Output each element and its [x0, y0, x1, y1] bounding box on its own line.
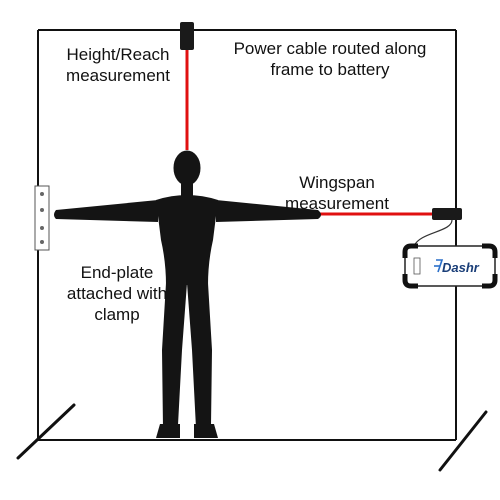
- right-foot-leg: [438, 410, 488, 472]
- wingspan-label-line: measurement: [285, 194, 389, 213]
- figure-left-leg: [162, 283, 187, 428]
- left-foot-leg: [16, 403, 76, 460]
- device-corner-bumper: [402, 274, 418, 289]
- figure-right-arm: [216, 200, 321, 222]
- power-cable: [413, 219, 453, 247]
- clamp-screw-icon: [40, 208, 44, 212]
- figure-right-leg: [187, 283, 212, 428]
- clamp-screw-icon: [40, 192, 44, 196]
- height-reach-label: Height/Reach measurement: [48, 44, 188, 86]
- device-corner-bumper: [482, 243, 498, 258]
- dashr-battery-device: Dashr: [402, 243, 498, 289]
- figure-left-arm: [54, 200, 158, 222]
- end-plate-label-line: clamp: [94, 305, 140, 324]
- power-cable-label-line: Power cable routed along: [233, 39, 427, 58]
- power-cable-label-line: frame to battery: [270, 60, 390, 79]
- frame: [37, 29, 457, 441]
- figure-neck: [181, 182, 193, 196]
- end-plate-label-line: End-plate: [80, 263, 154, 282]
- height-reach-label-line: measurement: [66, 66, 170, 85]
- device-brand-text: Dashr: [442, 260, 480, 275]
- frame-feet: [16, 403, 488, 472]
- device-side-port: [413, 257, 421, 275]
- figure-head: [173, 150, 201, 186]
- wingspan-label: Wingspan measurement: [272, 172, 402, 214]
- device-body: [404, 245, 496, 287]
- wingspan-label-line: Wingspan: [299, 173, 375, 192]
- device-corner-bumper: [482, 274, 498, 289]
- end-plate-body: [34, 185, 50, 251]
- end-plate-label-line: attached with: [66, 284, 168, 303]
- dashr-logo-icon: [434, 259, 444, 273]
- figure-right-foot: [194, 424, 218, 438]
- height-reach-label-line: Height/Reach: [66, 45, 170, 64]
- end-plate: [34, 185, 50, 251]
- clamp-screw-icon: [40, 226, 44, 230]
- end-plate-label: End-plate attached with clamp: [42, 262, 192, 325]
- human-figure-silhouette: [54, 150, 321, 438]
- device-corner-bumper: [402, 243, 418, 258]
- power-cable-label: Power cable routed along frame to batter…: [210, 38, 450, 80]
- wingspan-sensor-icon: [432, 208, 462, 220]
- height-sensor-icon: [180, 22, 194, 50]
- figure-left-foot: [156, 424, 180, 438]
- figure-torso: [156, 195, 218, 285]
- clamp-screw-icon: [40, 240, 44, 244]
